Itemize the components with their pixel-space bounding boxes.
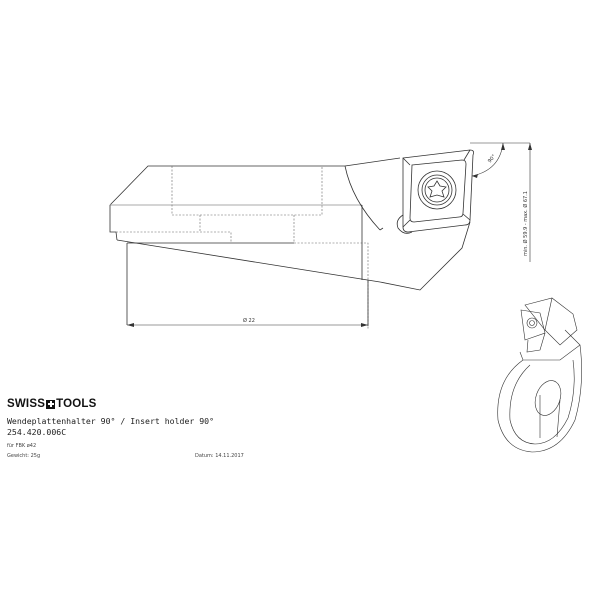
screw-head — [417, 170, 457, 210]
chip-groove — [396, 214, 413, 234]
head-curve — [344, 165, 381, 231]
compatibility: für FBK ø42 — [7, 443, 37, 449]
insert — [396, 149, 474, 234]
brand-logo: SWISS TOOLS — [7, 398, 307, 410]
title-block: SWISS TOOLS Wendeplattenhalter 90° / Ins… — [7, 398, 307, 459]
angle-label: 90° — [487, 153, 498, 164]
isometric-view — [497, 297, 582, 453]
left-edge — [109, 205, 118, 241]
swiss-cross-icon — [46, 399, 56, 409]
hidden-lines — [116, 166, 369, 330]
article-number: 254.420.006C — [7, 427, 67, 437]
taper-line — [116, 239, 381, 283]
torx-icon — [427, 180, 447, 198]
head-lower-edge — [379, 221, 471, 291]
range-label: min. Ø 59.9 - max. Ø 67.1 — [522, 191, 529, 256]
date: Datum: 14.11.2017 — [195, 453, 244, 459]
weight: Gewicht: 25g — [7, 453, 41, 459]
product-name: Wendeplattenhalter 90° / Insert holder 9… — [7, 416, 215, 426]
head-top-edge — [344, 157, 401, 167]
upper-body-outline — [109, 165, 345, 206]
brand-left: SWISS — [7, 398, 46, 410]
side-view — [109, 142, 532, 330]
brand-right: TOOLS — [56, 398, 97, 410]
diameter-label: Ø 22 — [243, 317, 255, 324]
